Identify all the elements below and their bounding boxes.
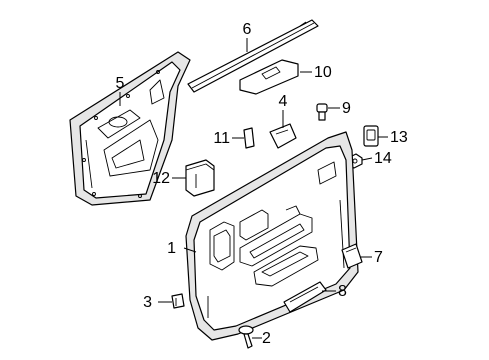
- callout-10: 10: [314, 64, 332, 81]
- trim-screw-part: [238, 325, 254, 349]
- leader-14: [361, 157, 373, 161]
- callout-4: 4: [279, 93, 288, 110]
- belt-weatherstrip-part: [187, 19, 319, 93]
- push-pin-clip-part: [171, 293, 185, 309]
- callout-5: 5: [116, 75, 125, 92]
- callout-9: 9: [342, 100, 351, 117]
- small-clip-part: [243, 127, 255, 149]
- callout-12: 12: [152, 170, 170, 187]
- callout-2: 2: [262, 330, 271, 347]
- reflector-lamp-part: [341, 243, 363, 269]
- callout-13: 13: [390, 129, 408, 146]
- callout-3: 3: [143, 294, 152, 311]
- callout-8: 8: [338, 283, 347, 300]
- window-switch-part: [185, 159, 215, 197]
- callout-1: 1: [167, 240, 176, 257]
- pocket-insert-part: [283, 281, 327, 313]
- leader-lines: [119, 38, 388, 339]
- callout-labels: 1 2 3 4 5 6 7 8 9 10 11 12 13 14: [116, 21, 408, 347]
- callout-7: 7: [374, 249, 383, 266]
- window-switch-bezel-part: [239, 59, 299, 95]
- lock-switch-part: [363, 125, 379, 147]
- door-trim-panel-part: [185, 131, 359, 341]
- retainer-clip-part: [316, 103, 328, 121]
- callout-14: 14: [374, 150, 392, 167]
- leader-1: [183, 247, 197, 253]
- callout-6: 6: [243, 21, 252, 38]
- water-shield-part: [69, 51, 191, 206]
- callout-11: 11: [213, 130, 230, 147]
